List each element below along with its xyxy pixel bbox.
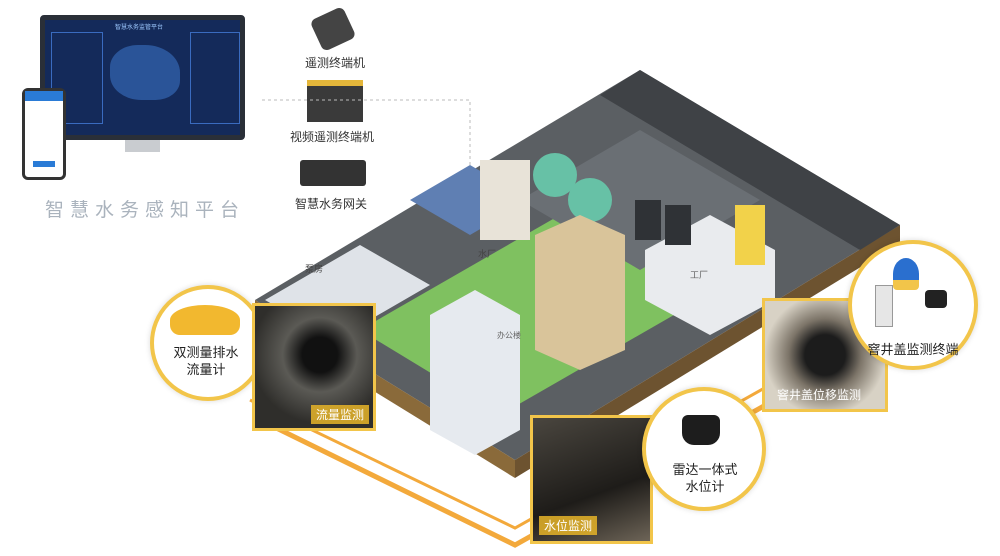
- flow-meter-photo-tag: 流量监测: [310, 405, 369, 424]
- remote-terminal-label: 遥测终端机: [305, 56, 366, 70]
- gateway-device: [300, 160, 366, 186]
- panel-right: [190, 32, 240, 124]
- manhole-label: 窨井盖监测终端: [867, 343, 959, 358]
- office-label: 办公楼: [497, 331, 521, 340]
- radar-level-label-line1: 雷达一体式: [672, 463, 738, 478]
- monitor-screen: 智慧水务监管平台: [40, 15, 245, 140]
- manhole-sensor-probe: [925, 290, 947, 308]
- china-map: [110, 45, 180, 100]
- panel-left: [51, 32, 103, 124]
- phone-button: [33, 161, 55, 167]
- flow-meter-label-line2: 流量计: [186, 363, 226, 378]
- water-plant-label: 水厂: [478, 250, 497, 260]
- pump-room-label: 泵房: [305, 265, 324, 275]
- gateway-label: 智慧水务网关: [295, 197, 368, 211]
- platform-title: 智慧水务感知平台: [45, 199, 246, 221]
- flow-meter-photo: 流量监测: [252, 303, 376, 431]
- radar-level-label-line2: 水位计: [685, 480, 725, 495]
- manhole-terminal-box: [875, 285, 893, 327]
- flow-meter-label-line1: 双测量排水: [173, 346, 239, 361]
- radar-level-label: 雷达一体式 水位计: [655, 462, 755, 496]
- flow-meter-label: 双测量排水 流量计: [163, 345, 249, 379]
- radar-level-circle: [642, 387, 766, 511]
- phone-header: [25, 91, 63, 101]
- monitor-stand: [125, 140, 160, 152]
- video-terminal-device: [307, 80, 363, 122]
- phone: [22, 88, 66, 180]
- manhole-photo-tag: 窨井盖位移监测: [777, 388, 862, 402]
- flow-meter-device: [170, 305, 240, 335]
- factory-label: 工厂: [690, 271, 709, 281]
- radar-level-photo-tag: 水位监测: [539, 516, 598, 535]
- video-terminal-label: 视频遥测终端机: [290, 130, 375, 144]
- radar-level-device: [682, 415, 720, 445]
- flow-meter-circle: [150, 285, 266, 401]
- manhole-float-sensor: [893, 258, 919, 290]
- radar-level-photo: 水位监测: [530, 415, 653, 544]
- monitor: 智慧水务监管平台: [40, 15, 245, 155]
- monitor-header: 智慧水务监管平台: [115, 24, 164, 31]
